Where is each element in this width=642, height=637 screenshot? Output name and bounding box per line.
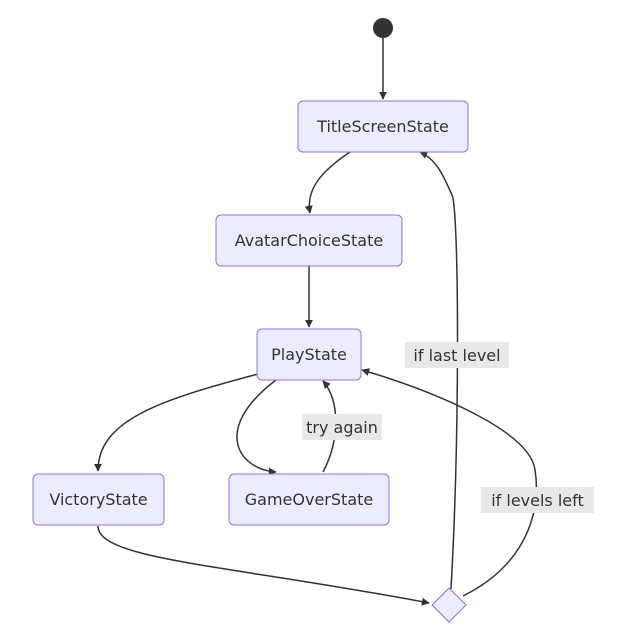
state-avatar-choice[interactable]: AvatarChoiceState (215, 214, 403, 267)
edge-choice-to-title (419, 151, 459, 590)
state-label: VictoryState (49, 490, 147, 509)
state-play[interactable]: PlayState (256, 328, 362, 381)
edge-play-to-victory (94, 373, 259, 472)
edge-label-text: try again (306, 418, 378, 437)
edge-label-text: if levels left (491, 491, 584, 510)
edge-label-if-last-level: if last level (405, 342, 509, 368)
state-label: PlayState (271, 345, 347, 364)
edge-label-try-again: try again (302, 414, 382, 440)
edge-choice-to-play (361, 368, 538, 597)
edge-play-to-gameover (236, 379, 277, 476)
edge-victory-to-choice (97, 525, 430, 606)
state-game-over[interactable]: GameOverState (228, 473, 390, 526)
state-label: GameOverState (245, 490, 373, 509)
edge-label-if-levels-left: if levels left (481, 487, 594, 513)
state-victory[interactable]: VictoryState (32, 473, 165, 526)
state-label: TitleScreenState (316, 117, 449, 136)
start-node (373, 18, 393, 38)
choice-node (431, 587, 467, 623)
state-label: AvatarChoiceState (235, 231, 383, 250)
edge-title-to-avatar (304, 151, 351, 214)
state-title-screen[interactable]: TitleScreenState (297, 100, 469, 153)
edge-label-text: if last level (413, 346, 500, 365)
